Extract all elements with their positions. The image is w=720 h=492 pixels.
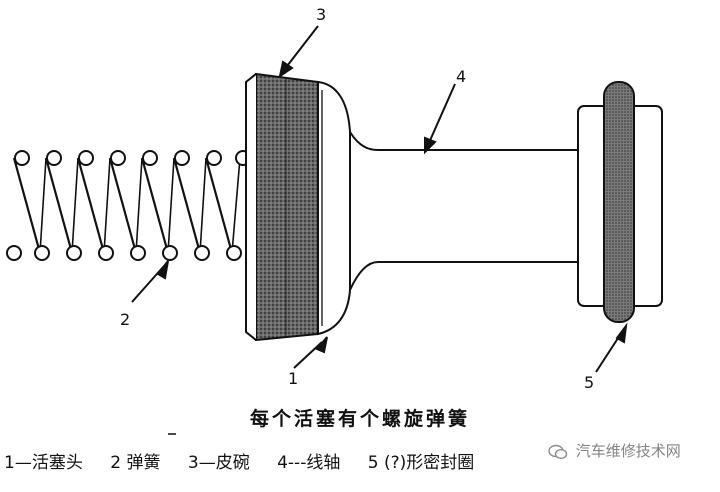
callout-3: 3: [316, 5, 326, 24]
callout-2: 2: [120, 310, 130, 329]
legend-item-2: 2 弹簧: [110, 453, 161, 473]
watermark: 汽车维修技术网: [548, 440, 681, 461]
legend-item-1: 1—活塞头: [4, 453, 83, 473]
legend-item-4: 4---线轴: [277, 453, 341, 473]
spool: [349, 128, 579, 291]
diagram-caption: 每个活塞有个螺旋弹簧: [249, 408, 470, 430]
chat-bubble-icon: [548, 444, 568, 459]
piston-head: [317, 80, 351, 336]
callout-4: 4: [456, 67, 466, 86]
legend-item-3: 3—皮碗: [187, 453, 250, 473]
callout-labels: 3 4 2 1 5: [120, 5, 594, 392]
spring: [6, 150, 251, 261]
legend-item-5: 5 (?)形密封圈: [367, 453, 475, 473]
seal-ring: [603, 81, 635, 323]
legend: 1—活塞头 2 弹簧 3—皮碗 4---线轴 5 (?)形密封圈: [4, 448, 496, 473]
watermark-text: 汽车维修技术网: [575, 442, 681, 460]
callout-5: 5: [584, 373, 594, 392]
callout-1: 1: [288, 369, 298, 388]
callout-arrows: [131, 25, 628, 373]
cup: [245, 72, 319, 342]
